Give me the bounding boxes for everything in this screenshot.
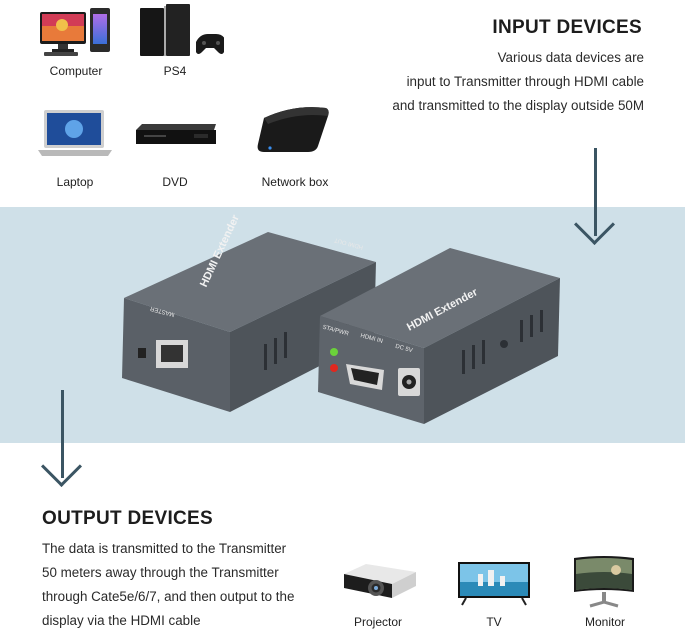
- input-description-line-2: input to Transmitter through HDMI cable: [406, 74, 644, 89]
- output-description-line-3: through Cate5e/6/7, and then output to t…: [42, 589, 295, 604]
- output-description: The data is transmitted to the Transmitt…: [42, 537, 294, 633]
- input-description-line-1: Various data devices are: [497, 50, 644, 65]
- projector-image: [340, 560, 418, 602]
- receiver-device: [314, 244, 564, 426]
- device-label-laptop: Laptop: [56, 175, 94, 189]
- device-label-projector: Projector: [353, 615, 403, 629]
- device-label-network-box: Network box: [261, 175, 329, 189]
- device-label-computer: Computer: [49, 64, 103, 78]
- input-description: Various data devices are input to Transm…: [392, 46, 644, 118]
- transmitter-device: [118, 228, 380, 414]
- laptop-image: [36, 108, 114, 158]
- input-devices-title: INPUT DEVICES: [492, 17, 642, 38]
- arrow-down-right-line: [594, 148, 597, 236]
- output-description-line-2: 50 meters away through the Transmitter: [42, 565, 279, 580]
- output-description-line-4: display via the HDMI cable: [42, 613, 201, 628]
- arrow-down-left-line: [61, 390, 64, 478]
- ps4-image: [138, 4, 226, 58]
- output-devices-title: OUTPUT DEVICES: [42, 508, 213, 529]
- network-box-image: [254, 100, 334, 158]
- input-description-line-3: and transmitted to the display outside 5…: [392, 98, 644, 113]
- output-description-line-1: The data is transmitted to the Transmitt…: [42, 541, 287, 556]
- device-label-tv: TV: [486, 615, 502, 629]
- monitor-image: [572, 554, 636, 608]
- device-label-dvd: DVD: [162, 175, 188, 189]
- device-label-ps4: PS4: [163, 64, 187, 78]
- dvd-image: [134, 122, 218, 148]
- arrow-down-left-icon: [40, 445, 83, 488]
- tv-image: [456, 560, 532, 606]
- computer-image: [38, 6, 114, 58]
- device-label-monitor: Monitor: [584, 615, 625, 629]
